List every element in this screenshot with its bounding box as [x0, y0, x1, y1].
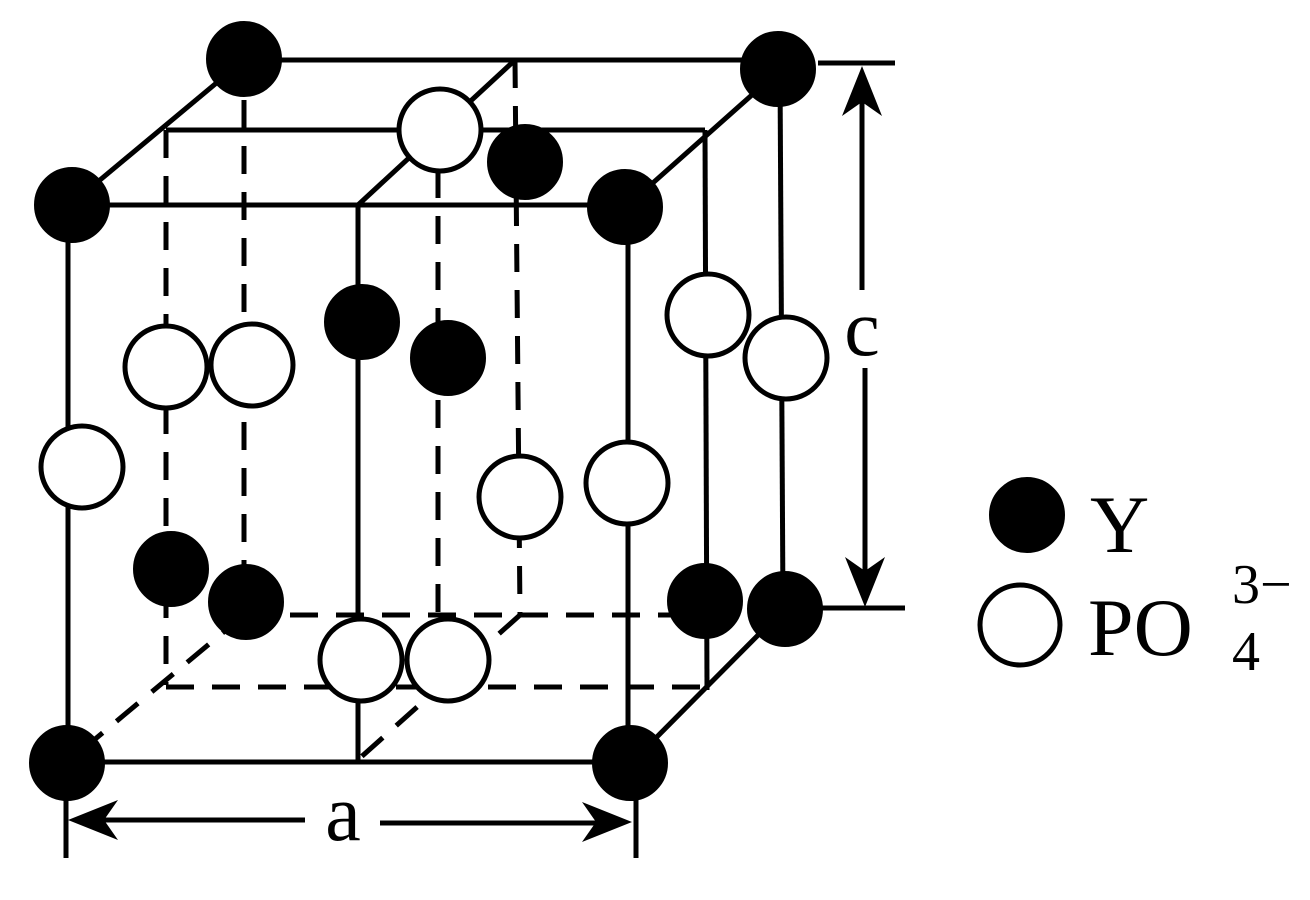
- legend-po4-formula: PO: [1088, 582, 1193, 673]
- arrow-right-icon: [582, 802, 632, 842]
- visible-edges: [63, 57, 905, 858]
- po4-atom: [317, 616, 405, 704]
- legend: Y PO 4 3−: [977, 477, 1292, 683]
- y-atom: [206, 21, 282, 97]
- y-atom: [29, 725, 105, 801]
- dimension-c-label: c: [844, 285, 880, 373]
- y-atom: [487, 124, 563, 200]
- y-atom: [208, 564, 284, 640]
- legend-po4-subscript: 4: [1232, 621, 1260, 683]
- legend-po4-label: PO: [1088, 582, 1193, 673]
- y-atom: [587, 169, 663, 245]
- po4-atom: [396, 86, 484, 174]
- dimension-a-label: a: [325, 770, 361, 858]
- arrow-up-icon: [842, 66, 882, 116]
- po4-atom: [583, 439, 671, 527]
- legend-po4-superscript: 3−: [1232, 554, 1292, 616]
- y-atom: [747, 571, 823, 647]
- po4-atoms: [38, 86, 830, 704]
- arrow-down-icon: [845, 557, 885, 607]
- dimension-c: c: [842, 66, 885, 607]
- po4-atom: [122, 323, 210, 411]
- y-atoms: [29, 21, 823, 801]
- po4-atom: [404, 616, 492, 704]
- y-atom: [410, 320, 486, 396]
- y-atom: [34, 167, 110, 243]
- po4-atom: [476, 453, 564, 541]
- po4-atom: [38, 423, 126, 511]
- y-atom: [324, 284, 400, 360]
- legend-y-swatch: [989, 477, 1065, 553]
- y-atom: [667, 563, 743, 639]
- y-atom: [740, 31, 816, 107]
- arrow-left-icon: [68, 800, 118, 840]
- y-atom: [133, 531, 209, 607]
- po4-atom: [208, 321, 296, 409]
- legend-y-label: Y: [1090, 479, 1149, 570]
- y-atom: [592, 725, 668, 801]
- po4-atom: [742, 314, 830, 402]
- legend-po4-swatch: [977, 582, 1063, 668]
- dimension-a: a: [68, 770, 632, 858]
- po4-atom: [664, 271, 752, 359]
